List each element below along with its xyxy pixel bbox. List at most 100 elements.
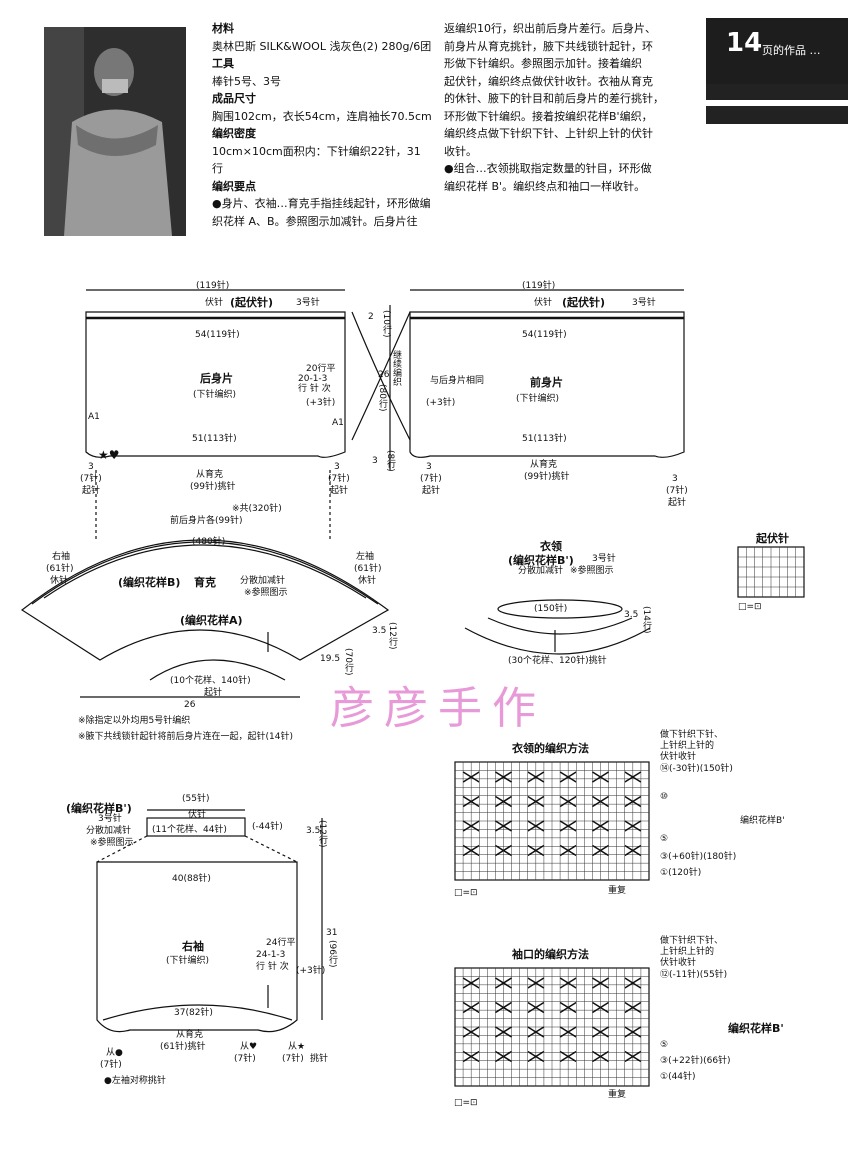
- cable-mark: [462, 1026, 480, 1038]
- back-r2: 20-1-3: [298, 374, 328, 384]
- collar-chart-r5: ⑤: [660, 834, 669, 844]
- yoke-left-sleeve: 右袖: [52, 552, 71, 562]
- yoke-pattern-a: (编织花样A): [180, 614, 243, 627]
- front-plus3: (+3针): [426, 398, 456, 408]
- page-suffix: 页的作品 …: [762, 44, 821, 57]
- sleeve-width-37: 37(82针): [174, 1008, 213, 1018]
- cable-mark: [559, 1026, 577, 1038]
- back-name: 后身片: [200, 372, 233, 385]
- cable-mark: [462, 844, 480, 857]
- front-bind: 伏针: [534, 298, 553, 308]
- cable-mark: [495, 1026, 512, 1038]
- mid-3: 3: [372, 456, 378, 466]
- collar-chart-title: 衣领的编织方法: [512, 742, 589, 755]
- front-width-54: 54(119针): [522, 330, 567, 340]
- yoke-12: (12行): [387, 622, 397, 650]
- garter-title: 起伏针: [756, 532, 789, 545]
- instr-line: 起伏针，编织终点做伏针收针。衣袖从育克: [444, 74, 653, 88]
- back-right-3: 3: [334, 462, 340, 472]
- cable-mark: [462, 795, 480, 808]
- back-width-51: 51(113针): [192, 434, 237, 444]
- sleeve-12: (12行): [317, 820, 327, 848]
- collar-chart-repeat: 重复: [608, 886, 627, 896]
- back-left-7: (7针): [80, 474, 102, 484]
- h-points: 编织要点: [212, 179, 256, 193]
- sleeve-plus3: (+3针): [296, 966, 326, 976]
- cable-mark: [495, 1050, 512, 1063]
- sleeve-ref: ※参照图示: [90, 838, 134, 848]
- cable-mark: [559, 820, 577, 832]
- sleeve-3-5: 3.5: [306, 826, 321, 836]
- sleeve-c3b: (7针): [282, 1054, 304, 1064]
- collar-pick: (30个花样、120针)挑针: [508, 656, 607, 666]
- collar-chart-r1: ①(120针): [660, 868, 702, 878]
- back-r1: 20行平: [306, 364, 336, 374]
- back-sub: (下针编织): [193, 390, 237, 400]
- yoke-name: 育克: [194, 576, 216, 589]
- front-right-cast: 起针: [668, 498, 687, 508]
- mid-2: 2: [368, 312, 374, 322]
- collar-title: 衣领: [540, 540, 562, 553]
- yoke-70: (70行): [343, 648, 353, 676]
- cable-mark: [462, 1050, 480, 1063]
- gauge-text-2: 行: [212, 162, 223, 175]
- cable-mark: [527, 1001, 545, 1014]
- cable-mark: [527, 1050, 545, 1063]
- collar-chart-n3: 伏针收针: [660, 752, 697, 762]
- instr-line: 收针。: [444, 144, 477, 158]
- instr-line: ●组合…衣领挑取指定数量的针目，环形做: [444, 162, 652, 175]
- yoke-front-back: 前后身片各(99针): [170, 516, 243, 526]
- points-1: ●身片、衣袖…育克手指挂线起针，环形做编: [212, 197, 431, 210]
- cuff-chart-side: 编织花样B': [728, 1022, 784, 1035]
- cable-mark: [624, 844, 642, 857]
- sleeve-pick: 挑针: [310, 1054, 329, 1064]
- sleeve-r3: 行 针 次: [256, 962, 289, 972]
- cable-mark: [527, 771, 545, 783]
- sleeve-needle: 3号针: [98, 814, 122, 824]
- yoke-3-5: 3.5: [372, 626, 387, 636]
- cable-mark: [495, 844, 512, 857]
- sleeve-c3: 从★: [288, 1042, 306, 1052]
- cable-mark: [527, 795, 545, 808]
- collar-needle: 3号针: [592, 554, 616, 564]
- h-materials: 材料: [212, 22, 234, 35]
- tools-text: 棒针5号、3号: [212, 74, 281, 88]
- collar-dec: 分散加减针: [518, 566, 564, 576]
- front-left-7: (7针): [420, 474, 442, 484]
- mid-26: 26: [378, 370, 390, 380]
- yoke-cast: (10个花样、140针): [170, 676, 251, 686]
- yoke-480: (480针): [192, 537, 226, 547]
- yoke-outline: [20, 539, 390, 661]
- page-tab: 14 页的作品 …: [706, 18, 848, 84]
- instructions-block: 返编织10行，织出前后身片差行。后身片、 前身片从育克挑针，腋下共线锁针起针，环…: [444, 20, 684, 195]
- cuff-chart-r12: ⑫(-11针)(55针): [660, 970, 728, 980]
- model-photo: [44, 27, 186, 236]
- yoke-19-5: 19.5: [320, 654, 341, 664]
- collar-chart-r14: ⑭(-30针)(150针): [660, 764, 733, 774]
- cable-mark: [495, 820, 512, 832]
- cable-mark: [495, 795, 512, 808]
- back-a1-left: A1: [88, 412, 100, 422]
- front-sub: (下针编织): [516, 394, 560, 404]
- cable-mark: [624, 820, 642, 832]
- cuff-chart-repeat: 重复: [608, 1090, 627, 1100]
- front-left-3: 3: [426, 462, 432, 472]
- cable-mark: [527, 1026, 545, 1038]
- materials-text: 奥林巴斯 SILK&WOOL 浅灰色(2) 280g/6团: [212, 39, 432, 53]
- cable-mark: [624, 1001, 642, 1014]
- cable-mark: [559, 771, 577, 783]
- cable-mark: [462, 1001, 480, 1014]
- yoke-dec: 分散加减针: [240, 576, 286, 586]
- yoke-left-61: (61针): [46, 564, 74, 574]
- page-number: 14: [726, 28, 763, 58]
- sleeve-61-pick: (61针)挑针: [160, 1042, 206, 1052]
- sleeve-c2: 从♥: [240, 1042, 258, 1052]
- cable-mark: [462, 977, 480, 989]
- yoke-26: 26: [184, 700, 196, 710]
- garter-legend: □=⊡: [738, 602, 762, 612]
- cable-mark: [527, 977, 545, 989]
- collar-3-5: 3.5: [624, 610, 639, 620]
- sleeve-1144: (11个花样、44针): [152, 825, 227, 835]
- mid-10: (10行): [381, 310, 391, 338]
- star-mark-icon: ★♥: [98, 448, 120, 462]
